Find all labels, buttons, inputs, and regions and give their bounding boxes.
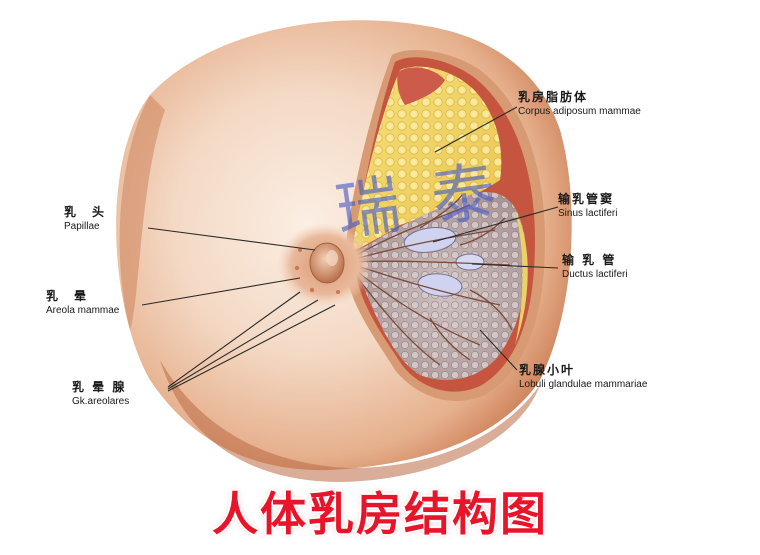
leader-lines [141, 106, 559, 392]
label-sinus-lactiferi: 输乳管窦 Sinus lactiferi [558, 192, 618, 219]
label-ductus-lactiferi: 输 乳 管 Ductus lactiferi [562, 253, 628, 280]
label-corpus-adiposum: 乳房脂肪体 Corpus adiposum mammae [518, 90, 641, 117]
label-gk-areolares: 乳 晕 腺 Gk.areolares [72, 380, 130, 407]
label-papillae: 乳 头 Papillae [64, 205, 107, 232]
page-title: 人体乳房结构图 [212, 487, 548, 541]
label-areola-mammae: 乳 晕 Areola mammae [46, 289, 120, 316]
skin-shadow [160, 360, 540, 482]
nipple [309, 242, 345, 284]
label-lobuli-glandulae: 乳腺小叶 Lobuli glandulae mammariae [519, 363, 648, 390]
